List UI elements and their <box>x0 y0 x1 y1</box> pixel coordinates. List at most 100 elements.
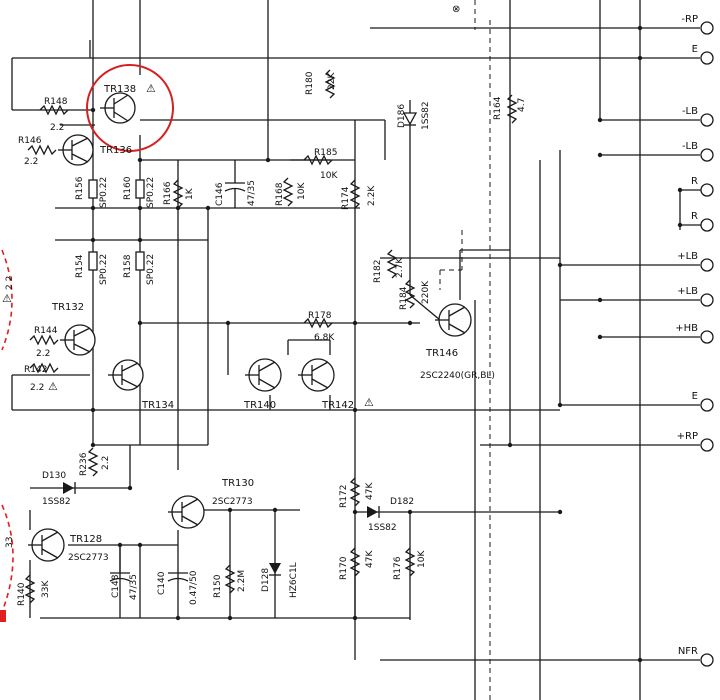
part-tr146: 2SC2240(GR,BL) <box>420 371 495 381</box>
left-fragment-lower: 33 <box>5 537 15 548</box>
terminal-2: -LB <box>682 106 714 127</box>
terminal-label: R <box>691 211 698 222</box>
label-tr140: TR140 <box>243 400 276 411</box>
highlight-circle <box>86 64 174 152</box>
terminal-pin <box>700 653 714 667</box>
terminal-pin <box>700 148 714 162</box>
value-r146: 2.2 <box>24 157 38 167</box>
value-r144: 2.2 <box>36 349 50 359</box>
resistor-r170-symbol <box>349 547 361 577</box>
label-c140: C140 <box>157 571 167 595</box>
left-fragment-upper: 2 2 <box>5 276 15 290</box>
resistor-r180-symbol <box>324 69 336 99</box>
terminal-10: +RP <box>677 431 714 452</box>
value-r154: SP0.22 <box>99 254 109 285</box>
label-r168: R168 <box>275 182 285 206</box>
terminal-1: E <box>692 44 714 65</box>
diode-d182-symbol <box>367 506 380 518</box>
terminal-label: +LB <box>677 286 698 297</box>
value-r174: 2.2K <box>367 185 377 206</box>
label-r176: R176 <box>393 556 403 580</box>
label-r150: R150 <box>213 574 223 598</box>
terminal-pin <box>700 218 714 232</box>
part-d130: 1SS82 <box>42 497 71 507</box>
transistor-tr128 <box>28 528 65 562</box>
terminal-label: -RP <box>681 14 698 25</box>
resistor-r156-symbol <box>88 179 98 199</box>
resistor-r185-symbol <box>303 154 333 166</box>
terminal-7: +LB <box>677 286 714 307</box>
terminal-11: NFR <box>678 646 714 667</box>
transistor-tr140 <box>245 358 282 392</box>
label-r142: R142 <box>24 365 47 375</box>
resistor-r148-symbol <box>39 104 69 116</box>
part-tr128: 2SC2773 <box>68 553 109 563</box>
terminal-5: R <box>691 211 714 232</box>
label-tr142: TR142 <box>321 400 354 411</box>
resistor-r236-symbol <box>87 447 99 477</box>
terminal-pin <box>700 51 714 65</box>
terminal-label: E <box>692 391 698 402</box>
capacitor-c148-symbol <box>109 545 131 582</box>
terminal-pin <box>700 330 714 344</box>
label-r148: R148 <box>44 97 68 107</box>
resistor-r150-symbol <box>224 564 236 594</box>
label-tr130: TR130 <box>221 478 254 489</box>
terminal-4: R <box>691 176 714 197</box>
resistor-r174-symbol <box>349 179 361 209</box>
terminal-label: E <box>692 44 698 55</box>
top-ref-marker: ⊗ <box>452 4 460 15</box>
part-d182: 1SS82 <box>368 523 397 533</box>
label-r158: R158 <box>123 254 133 278</box>
resistor-r158-symbol <box>135 251 145 271</box>
label-tr136: TR136 <box>99 145 132 156</box>
part-d128: HZ6C1L <box>289 562 299 598</box>
terminal-pin <box>700 258 714 272</box>
resistor-r182-symbol <box>386 249 398 279</box>
value-r182: 2.7K <box>395 257 405 278</box>
terminal-pin <box>700 113 714 127</box>
label-r184: R184 <box>399 286 409 310</box>
label-d186: D186 <box>397 104 407 128</box>
label-d182: D182 <box>390 497 414 507</box>
label-r185: R185 <box>314 148 337 158</box>
value-r158: SP0.22 <box>146 254 156 285</box>
terminal-pin <box>700 183 714 197</box>
label-r180: R180 <box>305 71 315 95</box>
terminal-label: R <box>691 176 698 187</box>
value-r180: 22K <box>327 72 337 90</box>
label-r182: R182 <box>373 260 383 283</box>
label-r172: R172 <box>339 485 349 508</box>
terminal-label: -LB <box>682 106 698 117</box>
value-r172: 47K <box>365 482 375 500</box>
terminal-pin <box>700 21 714 35</box>
terminal-label: +RP <box>677 431 698 442</box>
resistor-r178-symbol <box>303 317 333 329</box>
terminal-pin <box>700 293 714 307</box>
label-r156: R156 <box>75 176 85 200</box>
value-r178: 6.8K <box>314 333 335 343</box>
value-c146: 47/35 <box>247 180 257 206</box>
resistor-r166-symbol <box>172 179 184 209</box>
terminal-label: +LB <box>677 251 698 262</box>
transistor-tr136 <box>58 134 94 166</box>
resistor-r142-symbol <box>29 362 59 374</box>
transistor-tr138 <box>100 92 136 124</box>
part-tr130: 2SC2773 <box>212 497 253 507</box>
red-callout-lower <box>1 504 14 613</box>
label-tr146: TR146 <box>425 348 458 359</box>
terminal-6: +LB <box>677 251 714 272</box>
capacitor-c140-symbol <box>167 572 189 582</box>
wires <box>11 0 705 700</box>
value-r156: SP0.22 <box>99 177 109 208</box>
red-callout-upper <box>1 249 13 351</box>
resistor-r144-symbol <box>29 334 59 346</box>
capacitor-c146-symbol <box>224 160 246 208</box>
value-r166: 1K <box>185 187 195 200</box>
resistors <box>24 69 518 604</box>
diode-d128-symbol <box>269 563 281 576</box>
warning-left: ⚠ <box>2 292 12 305</box>
value-r140: 33K <box>41 580 51 598</box>
